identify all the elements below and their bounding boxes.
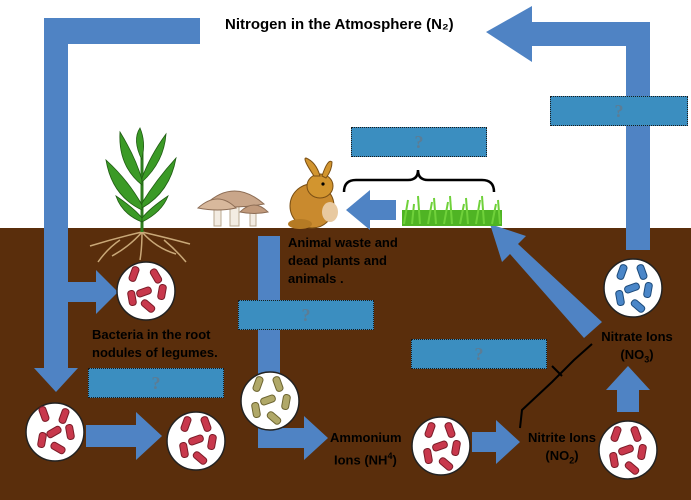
arrow-nitrate-up-to-atmosphere <box>486 6 650 250</box>
label-nitrate-subscript: 3 <box>644 354 650 365</box>
label-ammonium-line1: Ammonium <box>330 430 402 445</box>
label-ammonium: Ammonium Ions (NH4) <box>330 429 420 469</box>
bacteria-nitrate <box>603 258 663 318</box>
nitrifying-bacteria-ammonium <box>411 416 471 476</box>
arrow-atmosphere-down-left <box>34 18 200 392</box>
legume-plant-illustration <box>89 127 191 263</box>
mushroom-illustration <box>196 190 270 227</box>
arrow-bacteria-to-bacteria <box>86 412 162 460</box>
arrow-nitrite-to-nitrate <box>606 366 650 412</box>
label-animal-waste-text: Animal waste and dead plants and animals… <box>288 235 398 286</box>
bracket-plants-animals <box>342 169 496 193</box>
unknown-box-decomposition[interactable]: ? <box>238 300 374 330</box>
label-nitrite-line2: (NO2) <box>522 447 602 470</box>
label-nitrate: Nitrate Ions (NO3) <box>592 328 682 369</box>
bacteria-soil-middle <box>166 411 226 471</box>
nitrifying-bacteria-nitrite <box>598 420 658 480</box>
label-animal-waste: Animal waste and dead plants and animals… <box>288 234 408 288</box>
rabbit-illustration <box>288 157 338 229</box>
unknown-box-nitrification[interactable]: ? <box>411 339 547 369</box>
label-nitrite-close: ) <box>574 448 579 463</box>
arrow-ammonium-to-nitrite <box>472 420 520 464</box>
label-bacteria-root: Bacteria in the root nodules of legumes. <box>92 326 232 362</box>
label-nitrate-line2: (NO3) <box>592 346 682 369</box>
label-nitrite-subscript: 2 <box>569 455 575 466</box>
bracket-nitrite-nitrate <box>519 343 593 429</box>
diagram-title: Nitrogen in the Atmosphere (N₂) <box>225 16 454 33</box>
label-ammonium-superscript: 4 <box>387 451 393 461</box>
grass-illustration <box>402 195 502 226</box>
unknown-box-denitrification[interactable]: ? <box>550 96 688 126</box>
bacteria-soil-left <box>25 402 85 462</box>
arrow-plants-to-animals <box>346 190 396 230</box>
label-ammonium-line2-text: Ions (NH <box>334 452 388 468</box>
label-nitrate-close: ) <box>649 347 654 362</box>
label-nitrate-line2-text: (NO <box>620 347 645 362</box>
arrow-nitrate-to-plants <box>490 224 602 338</box>
soil-background <box>0 228 691 500</box>
decomposer-bacteria <box>240 371 300 431</box>
label-ammonium-close: ) <box>392 452 397 468</box>
label-nitrate-line1: Nitrate Ions <box>601 329 673 344</box>
label-ammonium-line2: Ions (NH4) <box>330 447 420 469</box>
label-nitrite-line1: Nitrite Ions <box>528 430 596 445</box>
arrow-to-root-bacteria <box>56 270 118 314</box>
label-bacteria-root-text: Bacteria in the root nodules of legumes. <box>92 327 218 360</box>
bacteria-root-nodules <box>116 261 176 321</box>
unknown-box-plants-animals[interactable]: ? <box>351 127 487 157</box>
label-nitrite-line2-text: (NO <box>545 448 570 463</box>
label-nitrite: Nitrite Ions (NO2) <box>522 429 602 470</box>
unknown-box-nitrogen-fixation[interactable]: ? <box>88 368 224 398</box>
